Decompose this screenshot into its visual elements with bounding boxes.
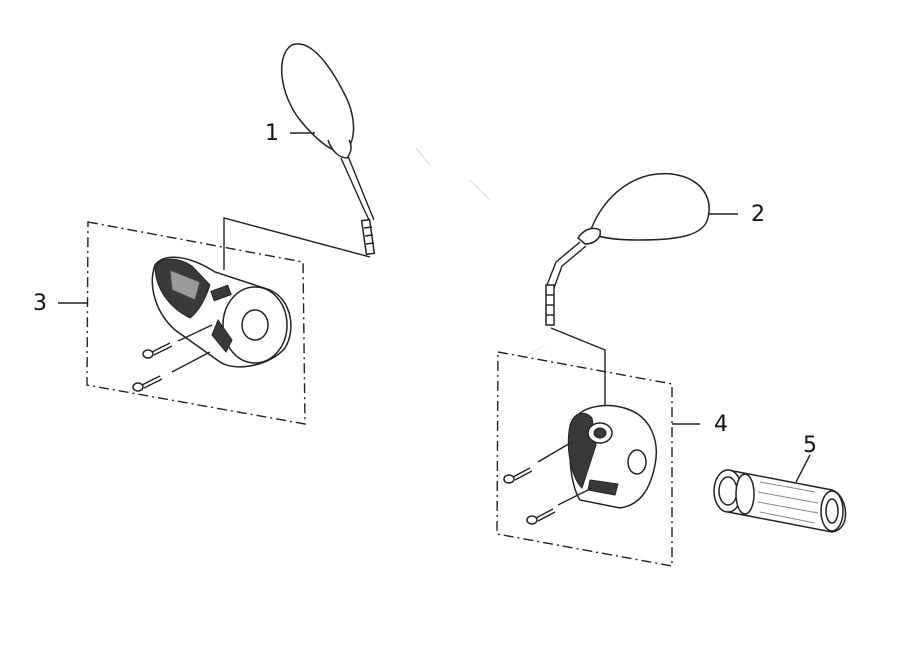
screw-upper-right bbox=[503, 467, 533, 484]
right-mirror bbox=[545, 173, 738, 326]
left-switch-assembly bbox=[58, 217, 371, 425]
screw-upper-left bbox=[142, 342, 173, 359]
callout-part-2: 2 bbox=[751, 202, 765, 227]
hand-grip bbox=[713, 454, 847, 533]
right-switch-assembly bbox=[496, 327, 700, 567]
callout-part-1: 1 bbox=[265, 121, 279, 146]
screw-lower-right bbox=[526, 508, 556, 525]
callout-part-3: 3 bbox=[33, 291, 47, 316]
callout-part-4: 4 bbox=[714, 412, 728, 437]
callout-part-5: 5 bbox=[803, 433, 817, 458]
left-mirror bbox=[280, 43, 376, 256]
screw-lower-left bbox=[132, 375, 163, 392]
